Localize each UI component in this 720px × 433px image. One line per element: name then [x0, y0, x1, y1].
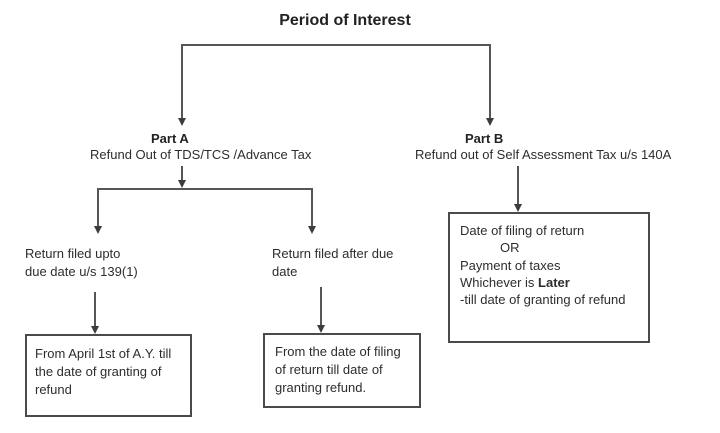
connector-top-horizontal — [181, 44, 490, 46]
connector-part-a-left-vertical — [97, 188, 99, 227]
part-b-line-1: Date of filing of return — [460, 223, 585, 238]
part-a-label: Part A — [151, 131, 189, 146]
condition-return-filed-upto: Return filed upto due date u/s 139(1) — [25, 246, 138, 279]
connector-part-a-stub — [181, 166, 183, 181]
connector-part-b-vertical — [517, 166, 519, 205]
arrowhead-icon — [178, 180, 186, 188]
connector-part-a-right-vertical — [311, 188, 313, 227]
result-box-text: From April 1st of A.Y. till the date of … — [35, 346, 172, 397]
arrowhead-icon — [486, 118, 494, 126]
connector-top-right-vertical — [489, 44, 491, 119]
part-b-line-5: -till date of granting of refund — [460, 292, 626, 308]
result-box-return-late: From the date of filing of return till d… — [263, 333, 421, 408]
connector-left-branch-vertical — [94, 292, 96, 328]
arrowhead-icon — [178, 118, 186, 126]
arrowhead-icon — [317, 325, 325, 333]
part-b-label: Part B — [465, 131, 504, 146]
arrowhead-icon — [91, 326, 99, 334]
diagram-title: Period of Interest — [279, 12, 411, 29]
part-b-line-4: Whichever is Later — [460, 274, 644, 291]
arrowhead-icon — [514, 204, 522, 212]
condition-return-filed-after: Return filed after due date — [272, 246, 394, 279]
arrowhead-icon — [94, 226, 102, 234]
part-a-subtitle: Refund Out of TDS/TCS /Advance Tax — [90, 147, 312, 162]
result-box-text: From the date of filing of return till d… — [275, 344, 401, 395]
arrowhead-icon — [308, 226, 316, 234]
part-b-line-4-bold: Later — [538, 274, 570, 290]
part-b-line-or: OR — [500, 240, 520, 256]
connector-right-branch-vertical — [320, 287, 322, 327]
part-b-line-3: Payment of taxes — [460, 257, 561, 273]
connector-top-left-vertical — [181, 44, 183, 119]
result-box-part-b: Date of filing of return OR Payment of t… — [448, 212, 650, 343]
result-box-return-on-time: From April 1st of A.Y. till the date of … — [25, 334, 192, 417]
part-b-subtitle: Refund out of Self Assessment Tax u/s 14… — [415, 147, 672, 162]
part-b-line-4-prefix: Whichever is — [460, 274, 539, 290]
connector-part-a-horizontal — [97, 188, 313, 190]
